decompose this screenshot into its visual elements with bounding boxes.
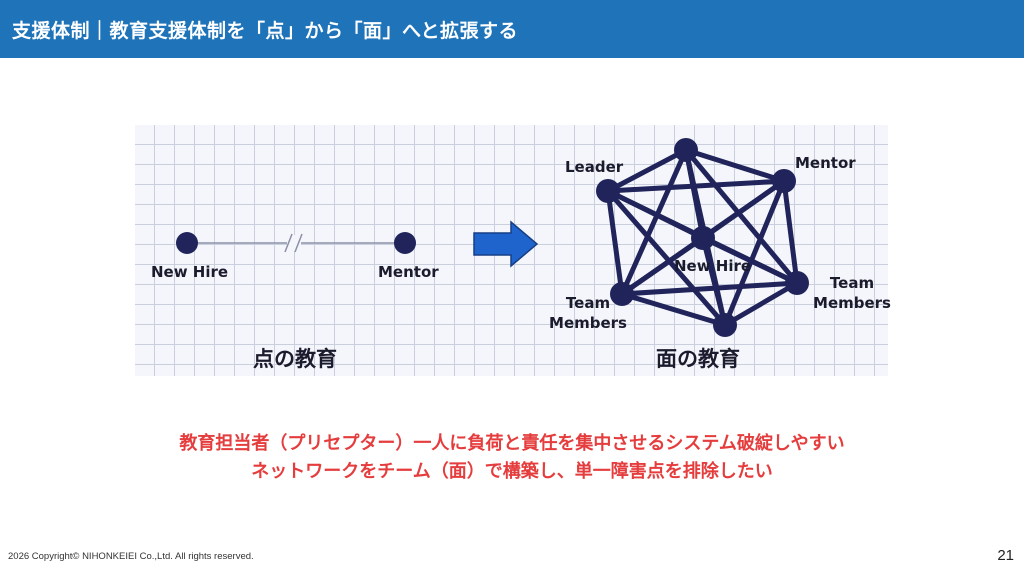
network-edge bbox=[605, 178, 787, 194]
slide-title: 支援体制｜教育支援体制を「点」から「面」へと拡張する bbox=[12, 20, 519, 42]
network-edge bbox=[619, 291, 728, 328]
new-hire-label: New Hire bbox=[151, 263, 229, 281]
top-node bbox=[674, 138, 698, 162]
team-left-node bbox=[610, 282, 634, 306]
network-edge bbox=[619, 235, 706, 297]
network-edge bbox=[700, 235, 800, 286]
team-right-node bbox=[785, 271, 809, 295]
team-members-left-label: Team Members bbox=[549, 294, 627, 332]
mentor-node bbox=[772, 169, 796, 193]
network-edge bbox=[619, 280, 800, 297]
network-edge bbox=[722, 178, 787, 328]
network-nodes bbox=[596, 138, 809, 337]
diagram-canvas bbox=[176, 138, 809, 337]
network-edge bbox=[605, 188, 625, 297]
slide-header: 支援体制｜教育支援体制を「点」から「面」へと拡張する bbox=[0, 0, 1024, 58]
line-break-mark bbox=[284, 233, 293, 253]
network-edge bbox=[700, 235, 728, 328]
mentor-node bbox=[394, 232, 416, 254]
network-edge bbox=[605, 188, 728, 328]
page-number: 21 bbox=[997, 547, 1014, 564]
right-arrow-icon bbox=[473, 220, 539, 268]
point-education-caption: 点の教育 bbox=[253, 347, 337, 371]
message-line-1: 教育担当者（プリセプター）一人に負荷と責任を集中させるシステム破綻しやすい bbox=[179, 433, 845, 454]
network-new-hire-label: New Hire bbox=[674, 257, 752, 275]
center-new-hire-node bbox=[691, 226, 715, 250]
education-diagram: New Hire Mentor 点の教育 Leader Mentor New H… bbox=[135, 125, 891, 376]
message-line-2: ネットワークをチーム（面）で構築し、単一障害点を排除したい bbox=[251, 461, 773, 482]
network-edge bbox=[683, 147, 787, 184]
mentor-label: Mentor bbox=[378, 263, 439, 281]
key-message: 教育担当者（プリセプター）一人に負荷と責任を集中させるシステム破綻しやすい ネッ… bbox=[0, 430, 1024, 486]
bottom-node bbox=[713, 313, 737, 337]
network-edge bbox=[605, 147, 689, 194]
team-members-right-label: Team Members bbox=[813, 274, 891, 312]
network-edge bbox=[781, 178, 800, 286]
leader-label: Leader bbox=[565, 158, 624, 176]
network-edge bbox=[722, 280, 800, 328]
new-hire-node bbox=[176, 232, 198, 254]
copyright-text: 2026 Copyright© NIHONKEIEI Co.,Ltd. All … bbox=[8, 551, 254, 562]
network-edge bbox=[619, 147, 689, 297]
network-edge bbox=[683, 147, 800, 286]
surface-education-caption: 面の教育 bbox=[656, 347, 740, 371]
line-break-mark bbox=[294, 233, 303, 253]
leader-node bbox=[596, 179, 620, 203]
network-mentor-label: Mentor bbox=[795, 154, 856, 172]
